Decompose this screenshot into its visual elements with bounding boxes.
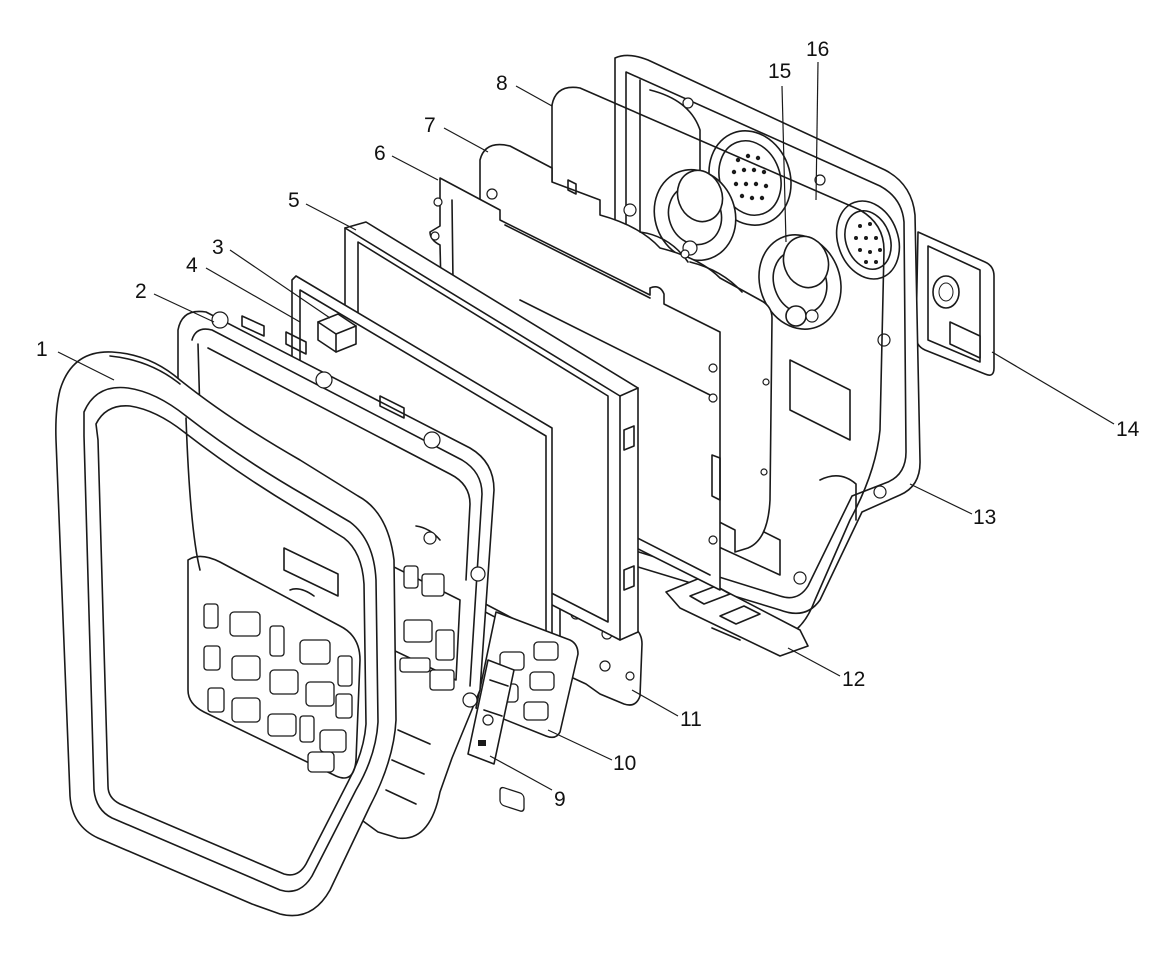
callout-14: 14 <box>1116 418 1140 441</box>
callout-15: 15 <box>768 60 791 83</box>
callout-7: 7 <box>424 114 436 137</box>
leader-10 <box>547 729 613 761</box>
leader-13 <box>909 483 973 515</box>
callout-10: 10 <box>613 752 636 775</box>
leader-8 <box>515 85 553 107</box>
leader-5 <box>305 203 357 231</box>
leader-9 <box>489 755 553 791</box>
callout-9: 9 <box>554 788 566 811</box>
callout-12: 12 <box>842 668 865 691</box>
leader-2 <box>153 293 215 323</box>
part-3-bracket <box>317 313 357 353</box>
part-14-connector-plate <box>915 231 995 376</box>
part-9-side-keys <box>467 659 515 765</box>
callout-4: 4 <box>186 254 198 277</box>
callout-2: 2 <box>135 280 147 303</box>
part-16-speaker-large <box>623 168 737 262</box>
callout-3: 3 <box>212 236 224 259</box>
callout-13: 13 <box>973 506 996 529</box>
leader-6 <box>391 155 439 181</box>
leader-11 <box>631 689 679 717</box>
leader-12 <box>787 647 841 677</box>
leader-7 <box>443 127 489 153</box>
leader-16 <box>815 61 819 201</box>
part-15-speaker-small <box>758 234 842 330</box>
callout-5: 5 <box>288 189 300 212</box>
leader-3 <box>229 249 331 319</box>
part-1-front-cover <box>55 351 397 917</box>
callout-16: 16 <box>806 38 829 61</box>
callout-8: 8 <box>496 72 508 95</box>
callout-1: 1 <box>36 338 48 361</box>
callout-6: 6 <box>374 142 386 165</box>
leader-lines <box>57 61 1115 791</box>
callout-11: 11 <box>680 708 702 731</box>
leader-15 <box>781 85 787 243</box>
callout-labels: 1 2 3 4 5 6 7 8 9 10 11 12 13 14 15 16 <box>36 38 1140 811</box>
leader-4 <box>205 267 301 323</box>
leader-14 <box>991 351 1115 425</box>
leader-1 <box>57 351 115 381</box>
